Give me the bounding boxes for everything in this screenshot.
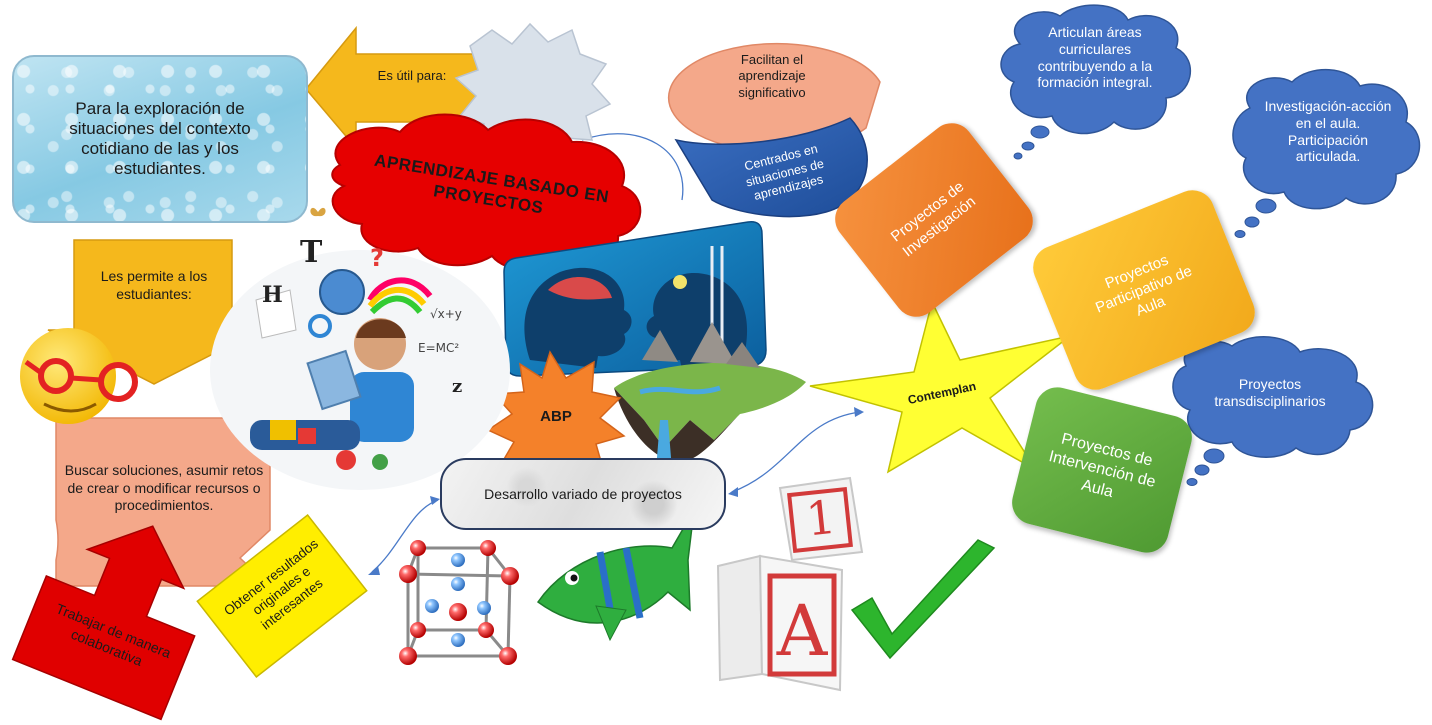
- project-card-label: Proyectos de Investigación: [887, 178, 979, 261]
- block-a-image: [716, 554, 844, 692]
- connector-arrow-results: [371, 499, 439, 573]
- allows-students-label: Les permite a los estudiantes:: [100, 268, 208, 302]
- boy-reading-image: T H ? √x+y E=MC² z: [210, 235, 510, 490]
- project-card-label: Proyectos de Intervención de Aula: [1046, 430, 1158, 502]
- useful-label: Es útil para:: [377, 68, 447, 83]
- arrowhead: [728, 487, 738, 497]
- connector-curve-top: [581, 133, 684, 201]
- arrowhead: [368, 566, 380, 575]
- development-text: Desarrollo variado de proyectos: [484, 486, 682, 502]
- arrowhead: [854, 407, 864, 417]
- abp-label: ABP: [540, 408, 572, 425]
- contemplate-star: [809, 299, 1071, 474]
- checkmark-icon: [850, 539, 996, 660]
- svg-text:H: H: [262, 282, 283, 308]
- molecule-cube-image: [399, 540, 519, 665]
- block-1-image: [778, 476, 864, 562]
- svg-text:E=MC²: E=MC²: [418, 341, 459, 355]
- cloud-text-investigacion-accion: Investigación-acción en el aula. Partici…: [1264, 98, 1392, 165]
- exploration-text: Para la exploración de situaciones del c…: [69, 99, 251, 178]
- cloud-text-articulan: Articulan áreas curriculares contribuyen…: [1037, 24, 1153, 91]
- work-collab-arrow: [11, 525, 196, 721]
- svg-text:z: z: [452, 376, 462, 397]
- development-box: Desarrollo variado de proyectos: [440, 458, 726, 530]
- cloud-text-transdisciplinarios: Proyectos transdisciplinarios: [1214, 376, 1326, 409]
- cloud-shape: [1172, 336, 1374, 486]
- block-a-letter: A: [776, 590, 828, 672]
- butterfly-icon: [310, 207, 326, 217]
- floating-island: [614, 322, 806, 470]
- results-box: [196, 514, 368, 678]
- search-solutions-text: Buscar soluciones, asumir retos de crear…: [64, 462, 264, 513]
- green-fish-image: [536, 509, 695, 642]
- svg-text:?: ?: [370, 244, 384, 272]
- arrowhead: [430, 496, 440, 505]
- exploration-box: Para la exploración de situaciones del c…: [12, 55, 308, 223]
- svg-text:√x+y: √x+y: [430, 307, 462, 321]
- cloud-shape: [1232, 69, 1421, 238]
- svg-text:T: T: [300, 235, 323, 270]
- centered-shape: [674, 117, 868, 218]
- emoji-glasses: [20, 328, 138, 424]
- connector-arrow-development: [731, 411, 861, 493]
- facilitate-text: Facilitan el aprendizaje significativo: [738, 52, 806, 100]
- project-card-label: Proyectos Participativo de Aula: [1092, 251, 1195, 321]
- cloud-shape: [1000, 4, 1192, 160]
- block-1-letter: 1: [803, 489, 839, 547]
